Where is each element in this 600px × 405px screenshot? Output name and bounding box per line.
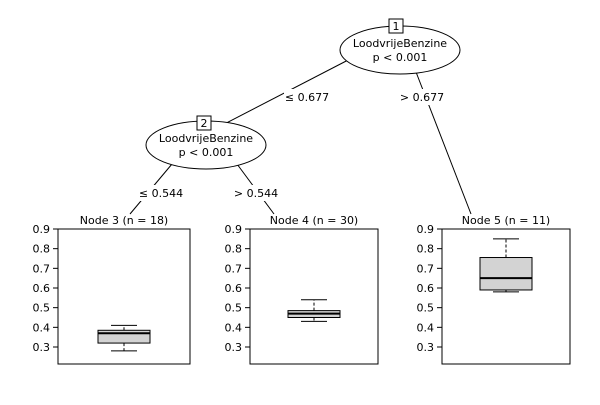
terminal-node-3: Node 3 (n = 18) 0.3 0.4 0.5 0.6 0.7 0.8 0.9 — [33, 214, 191, 365]
y-tick-label: 0.4 — [33, 321, 51, 334]
y-tick-label: 0.6 — [33, 282, 51, 295]
terminal-node-5: Node 5 (n = 11) 0.3 0.4 0.5 0.6 0.7 0.8 0.9 — [417, 214, 571, 365]
terminal-node-4: Node 4 (n = 30) 0.3 0.4 0.5 0.6 0.7 0.8 0.9 — [225, 214, 379, 365]
edge-labels: ≤ 0.677 > 0.677 ≤ 0.544 > 0.544 — [138, 89, 445, 201]
inner-node-2: 2 LoodvrijeBenzine p < 0.001 — [145, 115, 267, 170]
node-1-variable: LoodvrijeBenzine — [353, 37, 447, 50]
inner-node-1: 1 LoodvrijeBenzine p < 0.001 — [339, 18, 461, 75]
panel-frame — [249, 228, 379, 365]
y-tick-label: 0.9 — [33, 223, 51, 236]
y-tick-label: 0.7 — [225, 262, 243, 275]
y-tick-label: 0.3 — [225, 341, 243, 354]
edge-label-1-5: > 0.677 — [400, 91, 444, 104]
y-tick-label: 0.4 — [417, 321, 435, 334]
y-tick-label: 0.8 — [417, 243, 435, 256]
y-tick-label: 0.8 — [33, 243, 51, 256]
node-1-pvalue: p < 0.001 — [373, 51, 428, 64]
node-id-2: 2 — [201, 117, 208, 130]
node-id-1: 1 — [393, 20, 400, 33]
panel-frame — [57, 228, 191, 365]
y-tick-label: 0.9 — [225, 223, 243, 236]
terminal-node-title: Node 3 (n = 18) — [80, 214, 168, 227]
y-tick-label: 0.5 — [225, 302, 243, 315]
panel-frame — [441, 228, 571, 365]
edge-1-2 — [206, 57, 353, 134]
box-iqr — [479, 257, 533, 291]
y-tick-label: 0.7 — [33, 262, 51, 275]
terminal-node-title: Node 4 (n = 30) — [270, 214, 358, 227]
y-tick-label: 0.6 — [225, 282, 243, 295]
y-tick-label: 0.6 — [417, 282, 435, 295]
edge-label-2-4: > 0.544 — [234, 187, 278, 200]
terminal-node-title: Node 5 (n = 11) — [462, 214, 550, 227]
node-2-variable: LoodvrijeBenzine — [159, 132, 253, 145]
edge-label-1-2: ≤ 0.677 — [285, 91, 329, 104]
y-tick-label: 0.3 — [33, 341, 51, 354]
y-tick-label: 0.9 — [417, 223, 435, 236]
node-2-pvalue: p < 0.001 — [179, 146, 234, 159]
y-tick-label: 0.5 — [33, 302, 51, 315]
box-iqr — [97, 329, 151, 344]
y-tick-label: 0.3 — [417, 341, 435, 354]
y-tick-label: 0.4 — [225, 321, 243, 334]
y-tick-label: 0.7 — [417, 262, 435, 275]
y-tick-label: 0.5 — [417, 302, 435, 315]
terminal-panels: Node 3 (n = 18)0.30.40.50.60.70.80.9Node… — [33, 214, 571, 365]
edge-label-2-3: ≤ 0.544 — [139, 187, 183, 200]
y-tick-label: 0.8 — [225, 243, 243, 256]
